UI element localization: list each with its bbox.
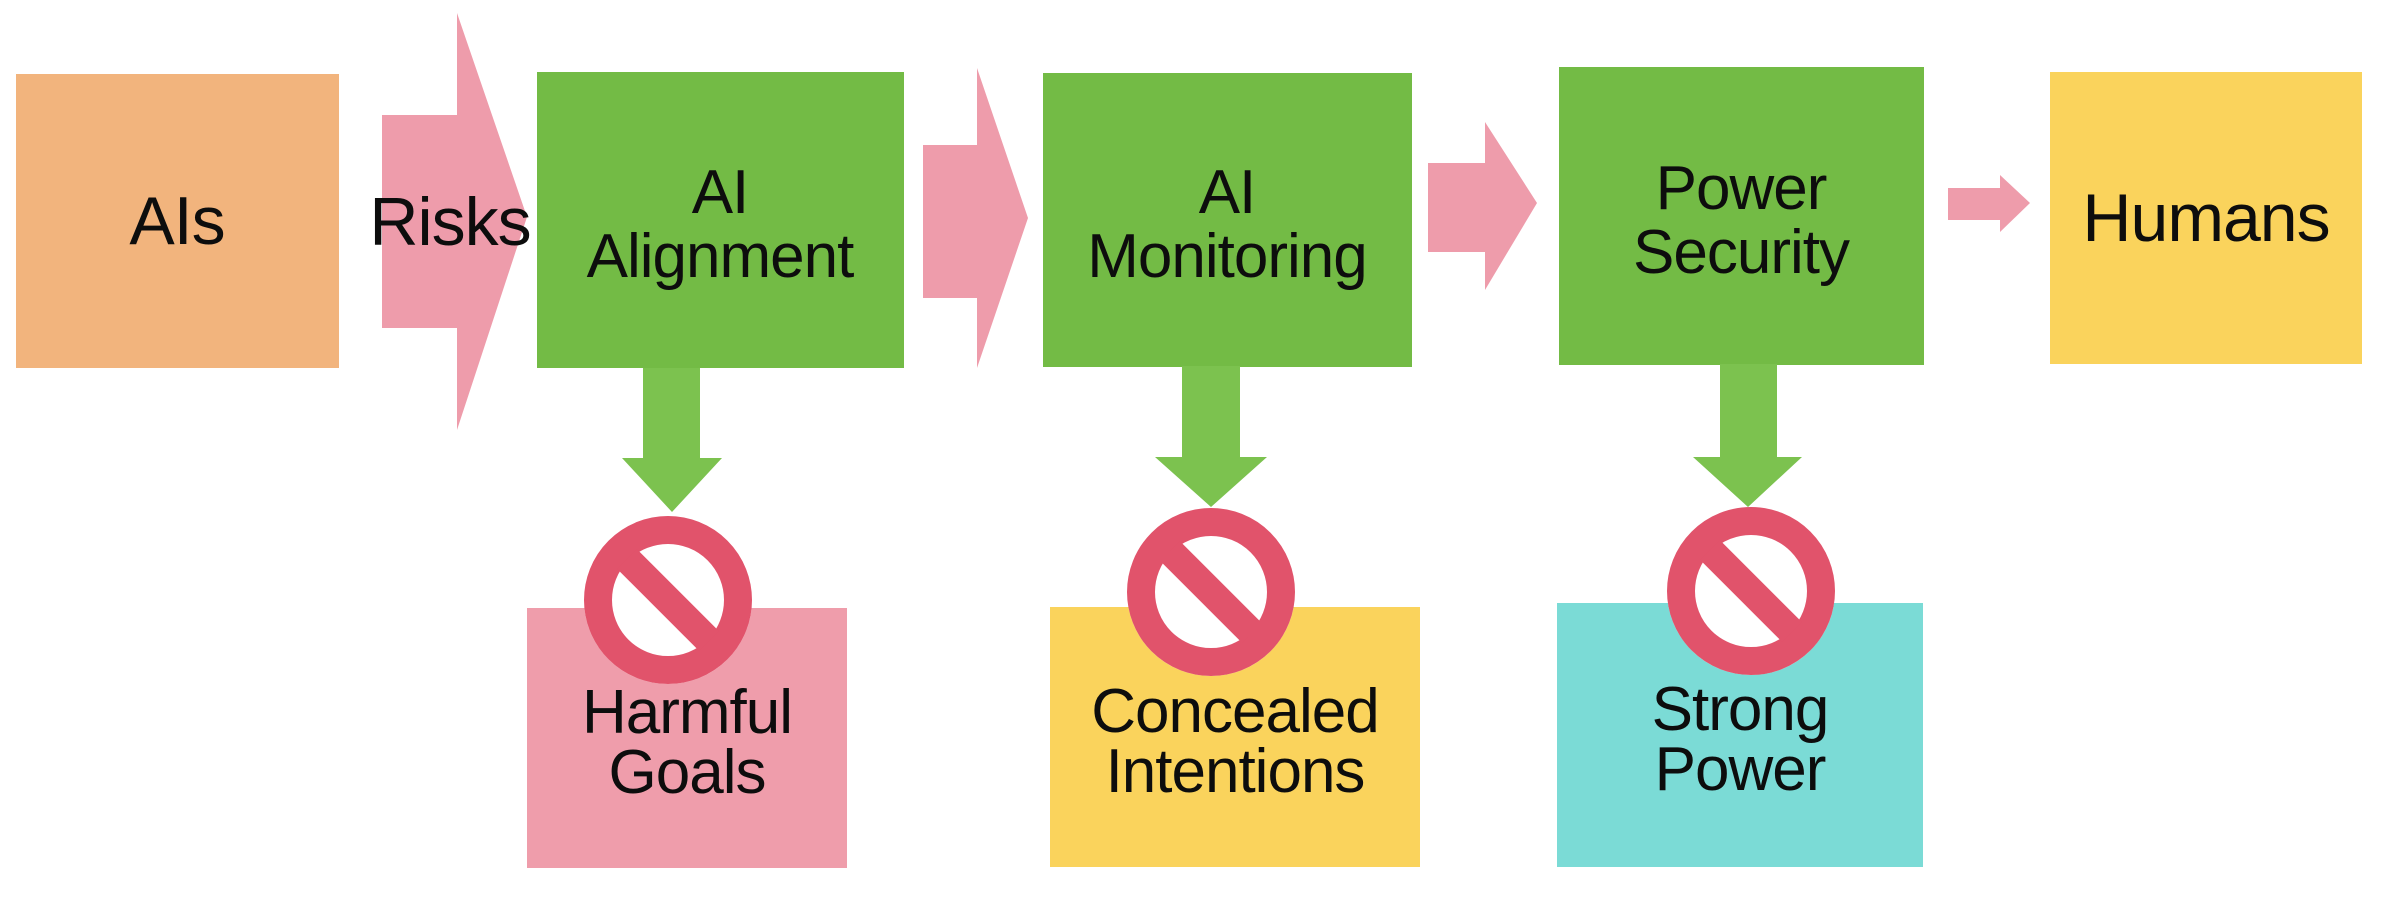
- node-humans: Humans: [2050, 72, 2362, 364]
- strong-power-label-line1: Strong: [1652, 675, 1829, 744]
- node-harmful-goals: Harmful Goals: [527, 608, 847, 868]
- arrow-alignment-to-monitoring-icon: [923, 68, 1028, 368]
- concealed-intentions-label-line2: Intentions: [1106, 737, 1365, 806]
- down-arrow-monitoring-icon: [1155, 366, 1267, 507]
- node-ais: AIs: [16, 74, 339, 368]
- no-entry-slash: [1160, 541, 1262, 643]
- no-entry-ring: [1127, 508, 1295, 676]
- no-entry-icon-harmful-goals: [584, 516, 752, 684]
- no-entry-icon-strong-power: [1667, 507, 1835, 675]
- node-ai-alignment: AI Alignment: [537, 72, 904, 368]
- concealed-intentions-label-line1: Concealed: [1091, 677, 1378, 746]
- ai-alignment-label-line2: Alignment: [587, 222, 854, 291]
- ais-label: AIs: [129, 183, 224, 259]
- ai-monitoring-box: [1043, 73, 1412, 367]
- humans-box: [2050, 72, 2362, 364]
- power-security-label-line2: Security: [1633, 218, 1850, 287]
- power-security-label-line1: Power: [1656, 154, 1827, 223]
- no-entry-slash: [617, 549, 719, 651]
- harmful-goals-label-line2: Goals: [609, 738, 766, 807]
- no-entry-icon-concealed-intentions: [1127, 508, 1295, 676]
- risks-arrow: Risks: [369, 13, 532, 430]
- strong-power-label-line2: Power: [1655, 735, 1826, 804]
- down-arrow-power-icon: [1693, 364, 1802, 507]
- risks-arrow-icon: [382, 13, 527, 430]
- arrow-power-to-humans-icon: [1948, 175, 2030, 232]
- risks-arrow-label: Risks: [369, 184, 530, 260]
- node-strong-power: Strong Power: [1557, 603, 1923, 867]
- ai-alignment-label-line1: AI: [692, 158, 749, 227]
- ai-monitoring-label-line1: AI: [1199, 158, 1256, 227]
- down-arrow-alignment-icon: [622, 368, 722, 512]
- harmful-goals-label-line1: Harmful: [582, 678, 792, 747]
- node-ai-monitoring: AI Monitoring: [1043, 73, 1412, 367]
- ai-alignment-box: [537, 72, 904, 368]
- power-security-box: [1559, 67, 1924, 365]
- humans-label: Humans: [2082, 180, 2329, 256]
- no-entry-ring: [584, 516, 752, 684]
- ai-monitoring-label-line2: Monitoring: [1087, 222, 1366, 291]
- ais-box: [16, 74, 339, 368]
- node-power-security: Power Security: [1559, 67, 1924, 365]
- arrow-monitoring-to-power-icon: [1428, 122, 1537, 290]
- no-entry-slash: [1700, 540, 1802, 642]
- no-entry-ring: [1667, 507, 1835, 675]
